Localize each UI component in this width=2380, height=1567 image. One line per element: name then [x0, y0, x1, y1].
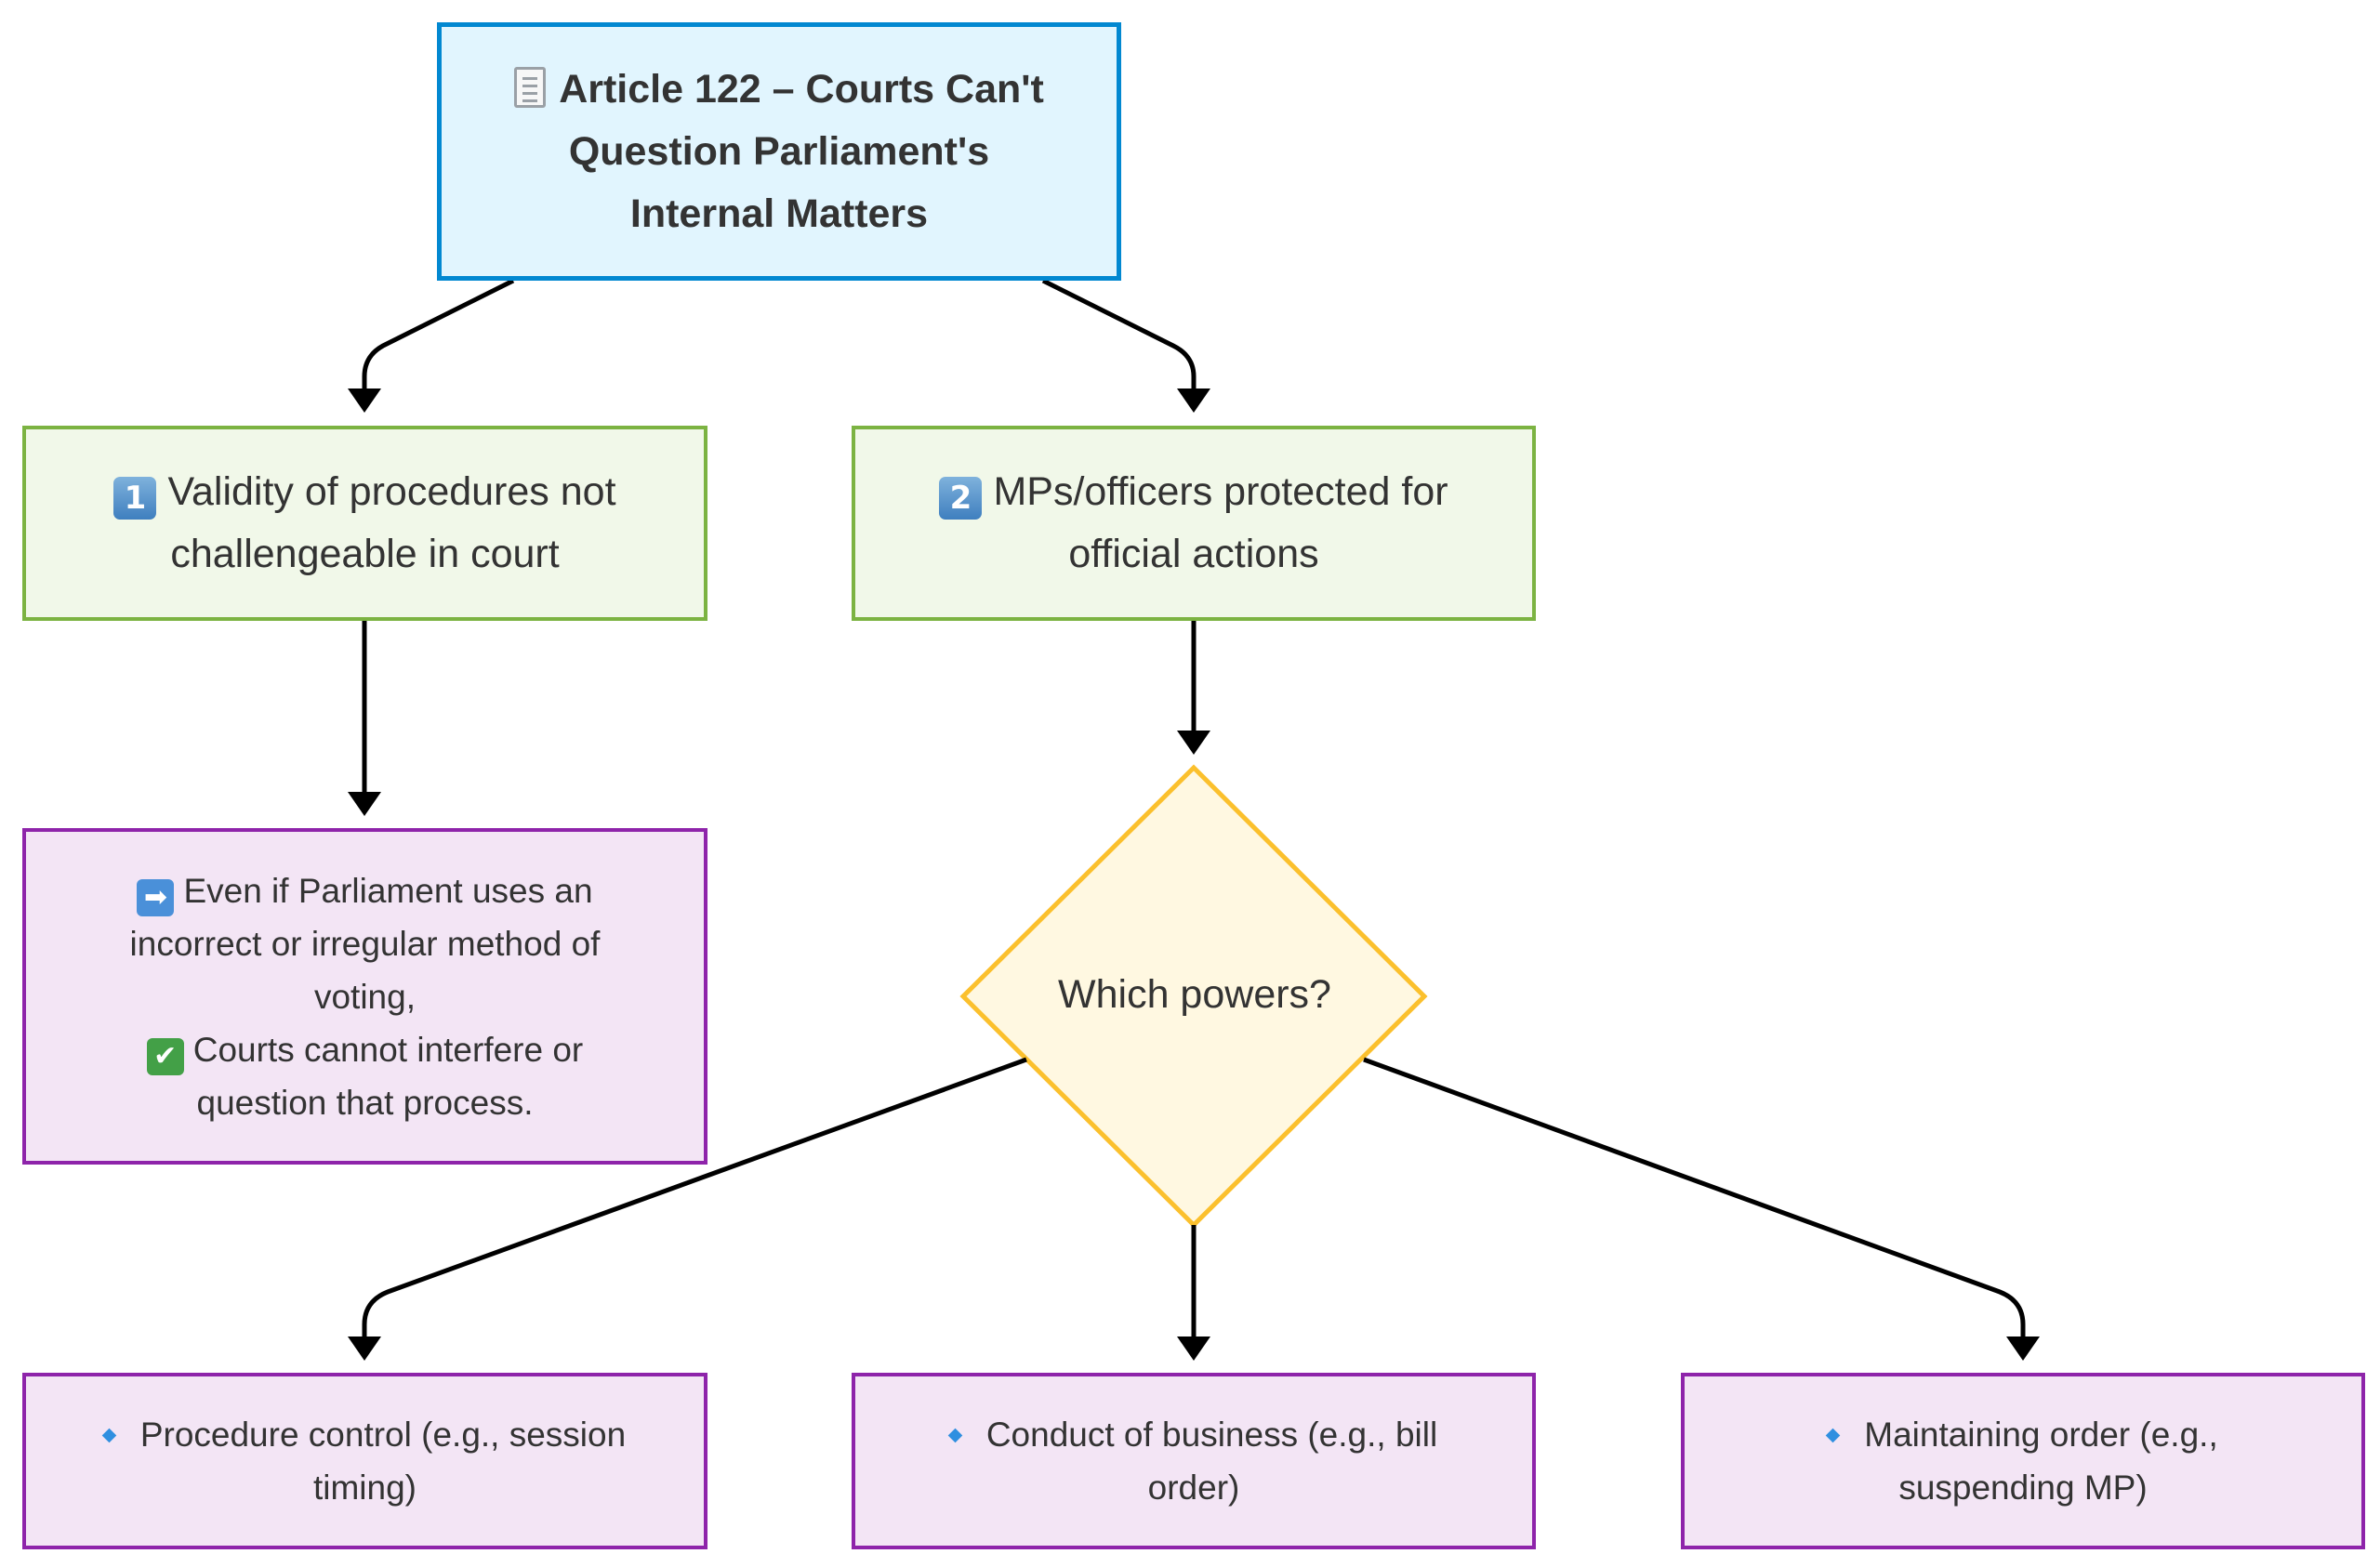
power-node-maintaining-order: Maintaining order (e.g., suspending MP) — [1681, 1373, 2365, 1549]
keycap-1-icon: 1 — [113, 477, 157, 520]
blue-diamond-icon — [1825, 1428, 1841, 1443]
edge-root-to-branch1 — [362, 278, 515, 388]
right-arrow-icon: ➡ — [137, 878, 175, 916]
arrowhead-power1 — [348, 1337, 381, 1361]
root-node: Article 122 – Courts Can't Question Parl… — [437, 22, 1121, 281]
edge-decision-to-power3 — [1363, 1057, 2026, 1337]
blue-diamond-icon — [947, 1428, 963, 1443]
detail-line-3: voting, — [313, 977, 416, 1016]
arrowhead-branch1 — [348, 388, 381, 413]
power3-text-1: Maintaining order (e.g., — [1864, 1416, 2218, 1454]
edge-root-to-branch2 — [1041, 278, 1197, 388]
power2-line-2: order) — [1147, 1468, 1240, 1507]
root-text-1: Article 122 – Courts Can't — [559, 66, 1044, 112]
detail-line-2: incorrect or irregular method of — [129, 924, 601, 963]
receipt-icon — [514, 66, 547, 108]
root-line-1: Article 122 – Courts Can't — [514, 59, 1044, 121]
branch1-text-1: Validity of procedures not — [167, 469, 616, 514]
power3-line-1: Maintaining order (e.g., — [1825, 1408, 2218, 1461]
power1-line-1: Procedure control (e.g., session — [101, 1408, 627, 1461]
root-line-3: Internal Matters — [629, 191, 929, 236]
detail-line-1: ➡Even if Parliament uses an — [137, 864, 593, 917]
branch1-line-2: challengeable in court — [170, 532, 560, 576]
power-node-conduct-of-business: Conduct of business (e.g., bill order) — [852, 1373, 1536, 1549]
branch2-text-1: MPs/officers protected for — [993, 469, 1448, 514]
branch2-line-2: official actions — [1068, 532, 1319, 576]
detail-text-4: Courts cannot interfere or — [192, 1030, 584, 1069]
arrowhead-power2 — [1177, 1337, 1210, 1361]
decision-label: Which powers? — [1058, 971, 1331, 1017]
root-line-2: Question Parliament's — [568, 128, 990, 174]
detail-line-4: ✔Courts cannot interfere or — [146, 1023, 584, 1076]
detail-text-1: Even if Parliament uses an — [183, 871, 593, 910]
arrowhead-power3 — [2006, 1337, 2040, 1361]
edge-decision-to-power1 — [362, 1057, 1027, 1337]
power-node-procedure-control: Procedure control (e.g., session timing) — [22, 1373, 707, 1549]
arrowhead-decision — [1177, 731, 1210, 755]
power3-line-2: suspending MP) — [1898, 1468, 2148, 1507]
power1-line-2: timing) — [312, 1468, 417, 1507]
arrowhead-branch2 — [1177, 388, 1210, 413]
arrowhead-detail — [348, 792, 381, 816]
power2-text-1: Conduct of business (e.g., bill — [985, 1416, 1438, 1454]
power1-text-1: Procedure control (e.g., session — [139, 1416, 627, 1454]
blue-diamond-icon — [101, 1428, 117, 1443]
branch1-detail-node: ➡Even if Parliament uses an incorrect or… — [22, 828, 707, 1165]
check-mark-icon: ✔ — [146, 1037, 184, 1075]
power2-line-1: Conduct of business (e.g., bill — [947, 1408, 1438, 1461]
keycap-2-icon: 2 — [939, 477, 983, 520]
detail-line-5: question that process. — [196, 1083, 534, 1122]
